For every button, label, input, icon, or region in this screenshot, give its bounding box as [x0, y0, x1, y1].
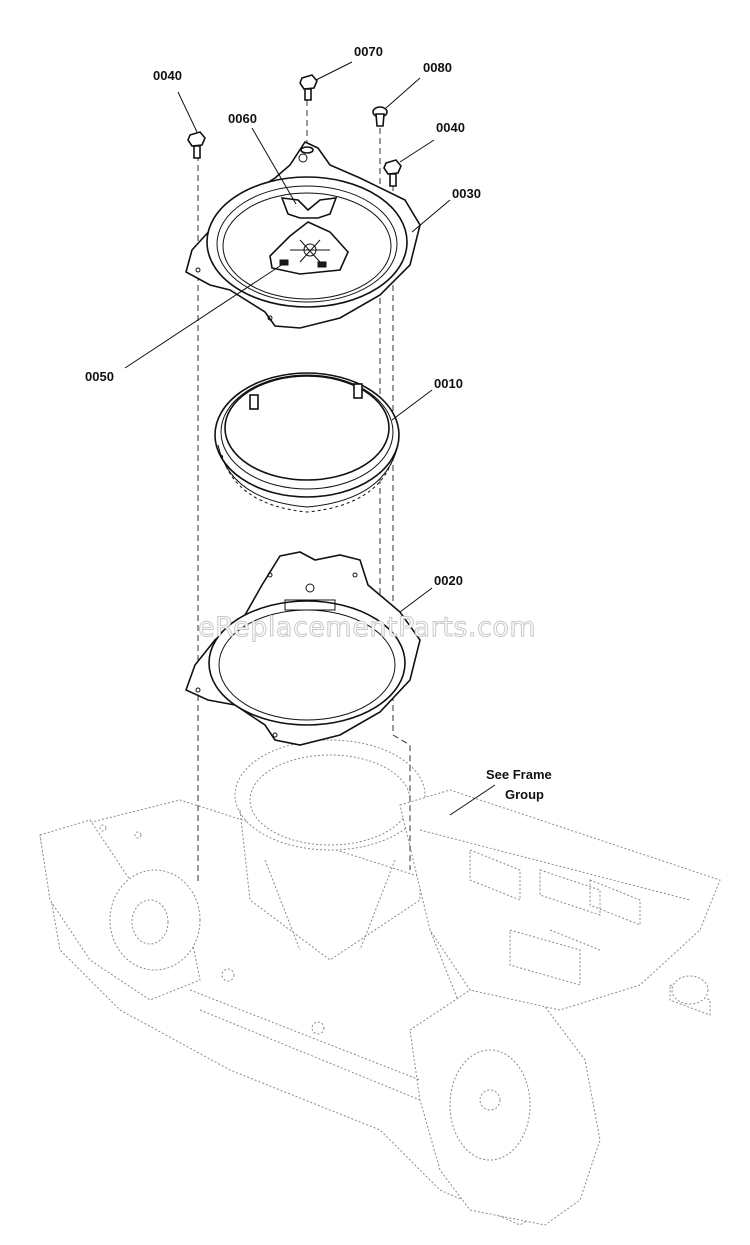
rivet-0080-icon — [372, 106, 388, 127]
note-see-frame: See Frame — [486, 767, 552, 782]
callout-0060: 0060 — [228, 111, 257, 126]
fasteners — [187, 74, 402, 187]
callout-0030: 0030 — [452, 186, 481, 201]
bolt-0040-right-icon — [383, 159, 402, 187]
bolt-0070-icon — [299, 74, 318, 101]
leader-lines — [124, 61, 496, 816]
callout-0040-right: 0040 — [436, 120, 465, 135]
bolt-0040-left-icon — [187, 131, 206, 159]
callout-0020: 0020 — [434, 573, 463, 588]
frame-group-ghost — [39, 739, 721, 1226]
callout-0050: 0050 — [85, 369, 114, 384]
callout-labels: 0040 0070 0080 0040 0060 0030 0050 0010 … — [85, 44, 552, 802]
callout-0080: 0080 — [423, 60, 452, 75]
callout-0070: 0070 — [354, 44, 383, 59]
note-group: Group — [505, 787, 544, 802]
part-0010-ring-gear — [214, 372, 400, 513]
callout-0010: 0010 — [434, 376, 463, 391]
watermark: eReplacementParts.com — [198, 612, 536, 643]
part-0020-gasket — [184, 551, 421, 746]
callout-0040-left: 0040 — [153, 68, 182, 83]
part-0050-bracket — [269, 221, 349, 275]
